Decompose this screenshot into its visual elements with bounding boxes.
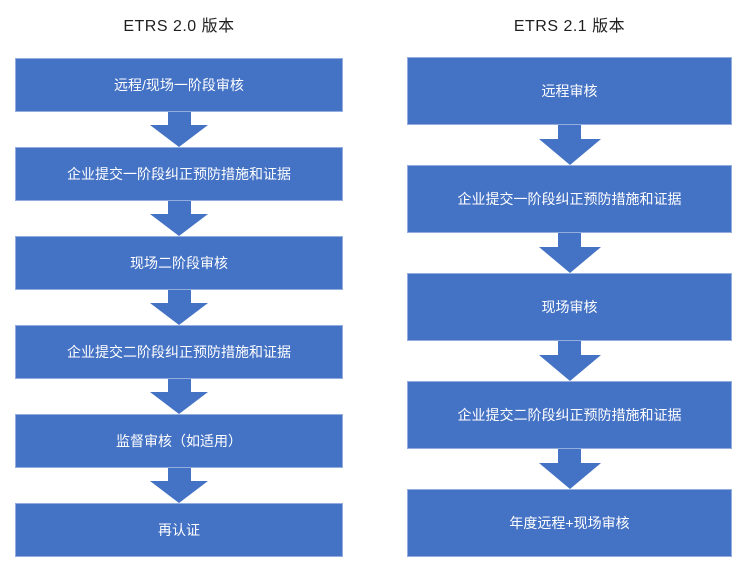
arrow-head bbox=[538, 463, 601, 489]
down-arrow-icon bbox=[150, 379, 208, 414]
flow-step-surveillance-audit: 监督审核（如适用） bbox=[15, 414, 343, 468]
flow-step-remote-onsite-stage1-audit: 远程/现场一阶段审核 bbox=[15, 58, 343, 112]
arrow-stem bbox=[558, 125, 581, 139]
column-title-etrs-21: ETRS 2.1 版本 bbox=[513, 18, 626, 35]
flow-step-stage1-capa-evidence: 企业提交一阶段纠正预防措施和证据 bbox=[15, 147, 343, 201]
arrow-head bbox=[538, 355, 601, 381]
flow-step-stage2-capa-evidence: 企业提交二阶段纠正预防措施和证据 bbox=[15, 325, 343, 379]
arrow-stem bbox=[558, 233, 581, 247]
arrow-head bbox=[150, 392, 208, 414]
etrs-20-flow: 远程/现场一阶段审核 企业提交一阶段纠正预防措施和证据 现场二阶段审核 企业提交… bbox=[15, 58, 343, 557]
arrow-stem bbox=[167, 201, 191, 214]
down-arrow-icon bbox=[150, 468, 208, 503]
arrow-stem bbox=[167, 290, 191, 303]
flow-step-recertification: 再认证 bbox=[15, 503, 343, 557]
arrow-stem bbox=[167, 112, 191, 125]
arrow-head bbox=[150, 481, 208, 503]
down-arrow-icon bbox=[150, 201, 208, 236]
arrow-head bbox=[150, 214, 208, 236]
arrow-head bbox=[150, 125, 208, 147]
column-title-etrs-20: ETRS 2.0 版本 bbox=[123, 18, 235, 35]
flow-step-stage1-capa-evidence: 企业提交一阶段纠正预防措施和证据 bbox=[407, 165, 732, 233]
arrow-stem bbox=[558, 341, 581, 355]
down-arrow-icon bbox=[150, 112, 208, 147]
down-arrow-icon bbox=[538, 341, 601, 381]
flow-step-stage2-capa-evidence: 企业提交二阶段纠正预防措施和证据 bbox=[407, 381, 732, 449]
down-arrow-icon bbox=[538, 233, 601, 273]
flow-step-onsite-stage2-audit: 现场二阶段审核 bbox=[15, 236, 343, 290]
arrow-head bbox=[538, 139, 601, 165]
arrow-stem bbox=[167, 468, 191, 481]
arrow-stem bbox=[167, 379, 191, 392]
down-arrow-icon bbox=[538, 449, 601, 489]
flow-step-onsite-audit: 现场审核 bbox=[407, 273, 732, 341]
arrow-head bbox=[150, 303, 208, 325]
arrow-stem bbox=[558, 449, 581, 463]
down-arrow-icon bbox=[150, 290, 208, 325]
down-arrow-icon bbox=[538, 125, 601, 165]
arrow-head bbox=[538, 247, 601, 273]
etrs-21-flow: 远程审核 企业提交一阶段纠正预防措施和证据 现场审核 企业提交二阶段纠正预防措施… bbox=[407, 57, 732, 557]
flow-step-annual-remote-plus-onsite-audit: 年度远程+现场审核 bbox=[407, 489, 732, 557]
flow-step-remote-audit: 远程审核 bbox=[407, 57, 732, 125]
